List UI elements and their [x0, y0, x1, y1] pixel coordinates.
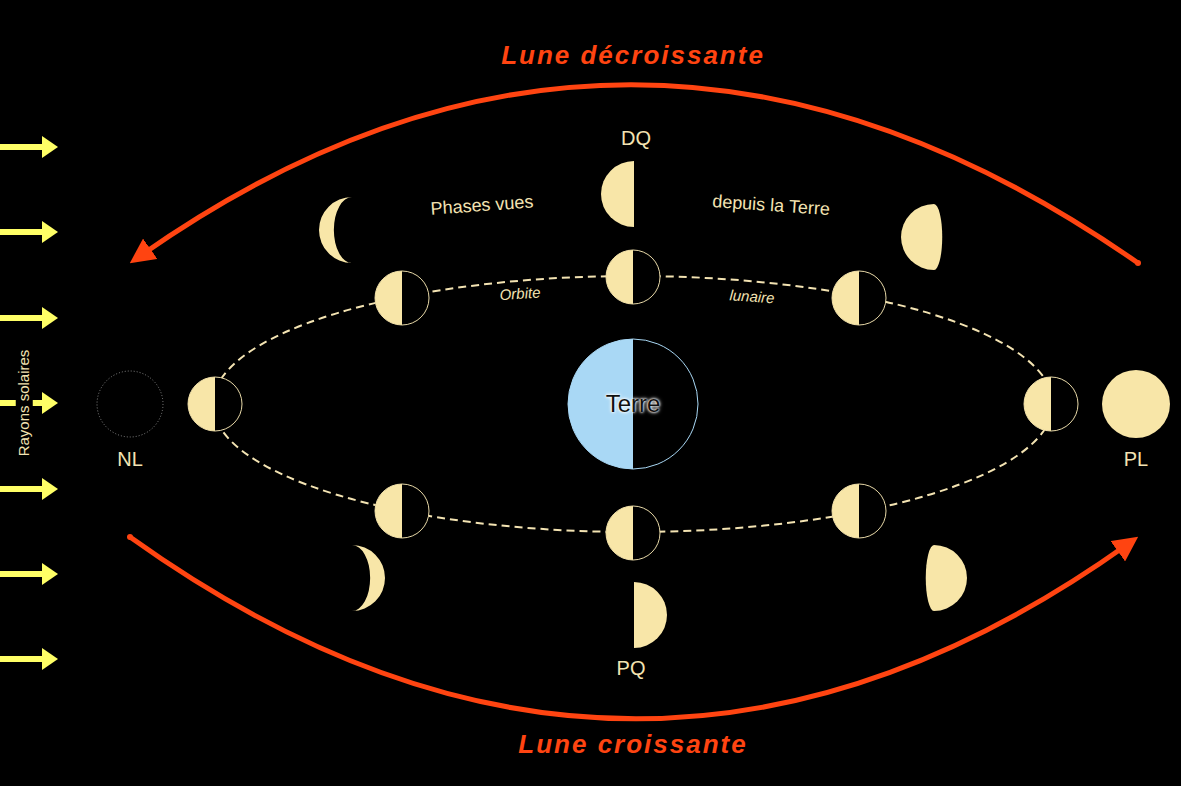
- sun-ray: [0, 571, 44, 577]
- moon-dark-side: [832, 484, 886, 538]
- diagram-label: NL: [117, 448, 143, 470]
- sun-ray-head: [42, 478, 58, 500]
- diagram-label: Phases vues: [430, 193, 534, 220]
- moon-dark-side: [375, 271, 429, 325]
- orbit-moon: [375, 484, 429, 538]
- orbit-moon: [606, 506, 660, 560]
- sun-ray-head: [42, 221, 58, 243]
- earth-circle: Terre: [567, 338, 699, 470]
- orbit-moon: [832, 271, 886, 325]
- direction-title: Lune croissante: [518, 730, 747, 759]
- diagram-label: PQ: [617, 657, 646, 679]
- direction-title: Lune décroissante: [501, 41, 765, 70]
- lunar-orbit: [213, 276, 1053, 532]
- phase-shape: [319, 197, 352, 263]
- moon-dark-side: [832, 271, 886, 325]
- diagram-label: depuis la Terre: [712, 192, 831, 220]
- diagram-label: PL: [1124, 448, 1148, 470]
- moon-lit-side: [832, 271, 859, 325]
- moon-lit-side: [375, 271, 402, 325]
- moon-lit-side: [1024, 377, 1051, 431]
- phase-shape: [601, 161, 634, 227]
- sun-ray: [0, 315, 44, 321]
- phase-shape: [352, 545, 385, 611]
- orbit-moon: [375, 271, 429, 325]
- orbit-moon: [832, 484, 886, 538]
- phase-shape: [634, 582, 667, 648]
- orbit-moon: [188, 377, 242, 431]
- phase-shape: [926, 545, 967, 611]
- arrow-tail-dot: [1135, 260, 1141, 266]
- diagram-label: Rayons solaires: [16, 347, 33, 460]
- moon-lit-side: [832, 484, 859, 538]
- phase-shape: [901, 204, 942, 270]
- sun-ray-head: [42, 648, 58, 670]
- sun-ray: [0, 656, 44, 662]
- waning-arrow: [140, 85, 1138, 263]
- moon-dark-side: [375, 484, 429, 538]
- moon-dark-side: [1024, 377, 1078, 431]
- sun-ray-head: [42, 563, 58, 585]
- sun-ray: [0, 229, 44, 235]
- moon-dark-side: [606, 250, 660, 304]
- moon-lit-side: [188, 377, 215, 431]
- sun-ray: [0, 144, 44, 150]
- earth-label: Terre: [606, 390, 661, 418]
- diagram-label: Orbite: [499, 284, 541, 303]
- moon-dark-side: [606, 506, 660, 560]
- moon-lit-side: [375, 484, 402, 538]
- sun-ray-head: [42, 136, 58, 158]
- orbit-moon: [1024, 377, 1078, 431]
- diagram-label: DQ: [621, 127, 651, 149]
- waxing-arrow: [130, 537, 1128, 719]
- moon-lit-side: [606, 250, 633, 304]
- moon-lit-side: [606, 506, 633, 560]
- earth-night-side: [568, 339, 698, 469]
- orbit-moon: [606, 250, 660, 304]
- full-moon: [1102, 370, 1170, 438]
- new-moon: [97, 371, 163, 437]
- arrow-tail-dot: [127, 534, 133, 540]
- diagram-label: lunaire: [729, 287, 775, 307]
- moon-dark-side: [188, 377, 242, 431]
- sun-ray-head: [42, 392, 58, 414]
- sun-ray: [0, 486, 44, 492]
- sun-ray-head: [42, 307, 58, 329]
